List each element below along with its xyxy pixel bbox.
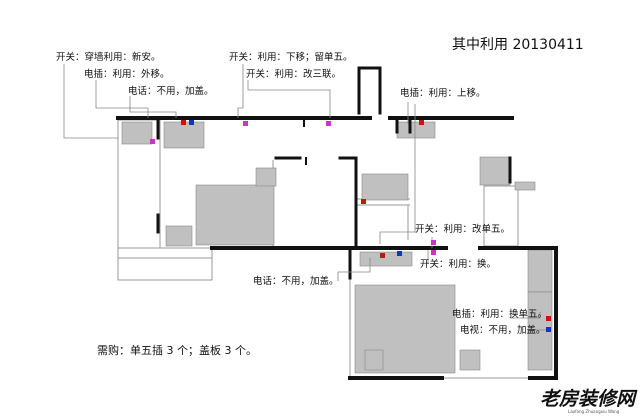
switch-marker	[431, 240, 436, 245]
leader-lines	[63, 64, 549, 331]
label-outlet-up: 电插：利用：上移。	[400, 88, 486, 99]
closet-outline	[483, 185, 519, 247]
watermark-logo: 老房装修网	[540, 388, 636, 410]
bed-left	[195, 184, 275, 246]
box-right	[479, 156, 511, 186]
purchase-note: 需购：单五插 3 个；盖板 3 个。	[97, 344, 257, 357]
label-switch-down: 开关：利用：下移；留单五。	[229, 52, 353, 63]
outlet-marker	[419, 120, 424, 125]
nightstand-right-1	[364, 349, 384, 371]
tv-marker	[546, 327, 551, 332]
outlet-marker	[546, 316, 551, 321]
switch-marker	[150, 139, 155, 144]
switch-marker	[326, 121, 331, 126]
phone-marker	[397, 251, 402, 256]
cabinet-top	[163, 121, 205, 149]
phone-marker	[189, 120, 194, 125]
label-outlet-single-five: 电插：利用：换单五。	[452, 309, 548, 320]
shelf-right	[514, 181, 536, 191]
walls	[116, 66, 558, 380]
label-switch-single-five: 开关：利用：改单五。	[415, 224, 511, 235]
cabinet-left	[121, 121, 153, 145]
label-switch-wall: 开关：穿墙利用：新安。	[56, 52, 161, 63]
markers	[150, 120, 551, 332]
counter-lower	[359, 251, 413, 267]
nightstand-left	[255, 167, 277, 187]
chair-left	[165, 225, 193, 247]
watermark-subtext: Laofang Zhuangxiu Wang	[568, 409, 620, 414]
label-switch-three: 开关：利用：改三联。	[246, 69, 342, 80]
label-tv-cover: 电视：不用，加盖。	[460, 325, 546, 336]
switch-marker	[431, 250, 436, 255]
outlet-marker	[181, 120, 186, 125]
desk-middle	[361, 173, 409, 201]
furniture	[121, 121, 553, 374]
nightstand-right-2	[459, 349, 481, 371]
cabinet-right-top	[396, 121, 436, 139]
wardrobe-right-1	[527, 249, 553, 293]
balcony-outline	[117, 247, 213, 281]
plan-title: 其中利用 20130411	[452, 37, 584, 53]
label-outlet-move-out: 电插：利用：外移。	[84, 69, 170, 80]
label-phone-cover-top: 电话：不用，加盖。	[128, 86, 214, 97]
label-phone-cover-mid: 电话：不用，加盖。	[253, 276, 339, 287]
outlet-marker	[361, 199, 366, 204]
switch-marker	[243, 121, 248, 126]
label-switch-replace: 开关：利用：换。	[420, 259, 497, 270]
outlet-marker	[380, 253, 385, 258]
